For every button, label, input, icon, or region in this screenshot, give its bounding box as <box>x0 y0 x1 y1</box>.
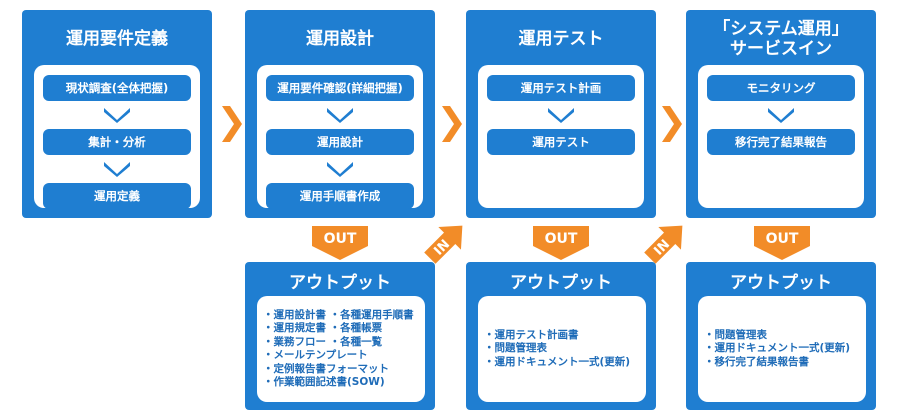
output-list: 運用設計書 ・各種運用手順書 運用規定書 ・各種帳票 業務フロー ・各種一覧 メ… <box>257 296 425 402</box>
chevron-down-icon <box>768 108 794 123</box>
list-item: 運用規定書 ・各種帳票 <box>263 322 425 336</box>
out-arrow-icon: OUT <box>533 226 589 260</box>
chevron-right-icon <box>662 106 682 142</box>
step-migration-report: 移行完了結果報告 <box>707 129 855 155</box>
phase-steps: 現状調査(全体把握) 集計・分析 運用定義 <box>34 65 200 209</box>
chevron-down-icon <box>327 162 353 177</box>
list-item: 問題管理表 <box>704 329 866 343</box>
phase-requirements: 運用要件定義 現状調査(全体把握) 集計・分析 運用定義 <box>22 10 212 218</box>
step-requirement-confirmation: 運用要件確認(詳細把握) <box>266 75 414 101</box>
phase-steps: 運用要件確認(詳細把握) 運用設計 運用手順書作成 <box>257 65 423 209</box>
output-box-test: アウトプット 運用テスト計画書 問題管理表 運用ドキュメント一式(更新) <box>466 262 656 410</box>
out-label: OUT <box>545 231 578 247</box>
phase-title: 運用テスト <box>518 29 604 49</box>
out-label: OUT <box>324 231 357 247</box>
list-item: 運用設計書 ・各種運用手順書 <box>263 309 425 323</box>
phase-steps: モニタリング 移行完了結果報告 <box>698 65 864 208</box>
list-item: メールテンプレート <box>263 349 425 363</box>
phase-title: 運用要件定義 <box>66 29 168 49</box>
out-arrow-icon: OUT <box>754 226 810 260</box>
list-item: 運用テスト計画書 <box>484 329 646 343</box>
step-operation-design: 運用設計 <box>266 129 414 155</box>
phase-test: 運用テスト 運用テスト計画 運用テスト <box>466 10 656 218</box>
step-operation-definition: 運用定義 <box>43 183 191 209</box>
output-title: アウトプット <box>510 272 612 293</box>
chevron-down-icon <box>104 162 130 177</box>
chevron-right-icon <box>222 106 242 142</box>
step-test-plan: 運用テスト計画 <box>487 75 635 101</box>
out-arrow-icon: OUT <box>312 226 368 260</box>
list-item: 作業範囲記述書(SOW) <box>263 376 425 390</box>
list-item: 移行完了結果報告書 <box>704 356 866 370</box>
list-item: 問題管理表 <box>484 342 646 356</box>
output-list: 運用テスト計画書 問題管理表 運用ドキュメント一式(更新) <box>478 296 646 402</box>
step-operation-test: 運用テスト <box>487 129 635 155</box>
out-label: OUT <box>766 231 799 247</box>
in-arrow-icon: IN <box>424 225 463 264</box>
chevron-down-icon <box>548 108 574 123</box>
output-box-service-in: アウトプット 問題管理表 運用ドキュメント一式(更新) 移行完了結果報告書 <box>686 262 876 410</box>
in-arrow-icon: IN <box>644 225 683 264</box>
phase-design: 運用設計 運用要件確認(詳細把握) 運用設計 運用手順書作成 <box>245 10 435 218</box>
phase-title: 運用設計 <box>306 29 374 49</box>
output-title: アウトプット <box>730 272 832 293</box>
chevron-right-icon <box>442 106 462 142</box>
chevron-down-icon <box>104 108 130 123</box>
step-aggregate-analysis: 集計・分析 <box>43 129 191 155</box>
list-item: 定例報告書フォーマット <box>263 363 425 377</box>
phase-title: 「システム運用」 サービスイン <box>713 19 849 59</box>
list-item: 運用ドキュメント一式(更新) <box>484 356 646 370</box>
step-procedure-creation: 運用手順書作成 <box>266 183 414 209</box>
output-box-design: アウトプット 運用設計書 ・各種運用手順書 運用規定書 ・各種帳票 業務フロー … <box>245 262 435 410</box>
list-item: 運用ドキュメント一式(更新) <box>704 342 866 356</box>
output-title: アウトプット <box>289 272 391 293</box>
output-list: 問題管理表 運用ドキュメント一式(更新) 移行完了結果報告書 <box>698 296 866 402</box>
phase-service-in: 「システム運用」 サービスイン モニタリング 移行完了結果報告 <box>686 10 876 218</box>
phase-steps: 運用テスト計画 運用テスト <box>478 65 644 208</box>
list-item: 業務フロー ・各種一覧 <box>263 336 425 350</box>
step-current-survey: 現状調査(全体把握) <box>43 75 191 101</box>
step-monitoring: モニタリング <box>707 75 855 101</box>
chevron-down-icon <box>327 108 353 123</box>
